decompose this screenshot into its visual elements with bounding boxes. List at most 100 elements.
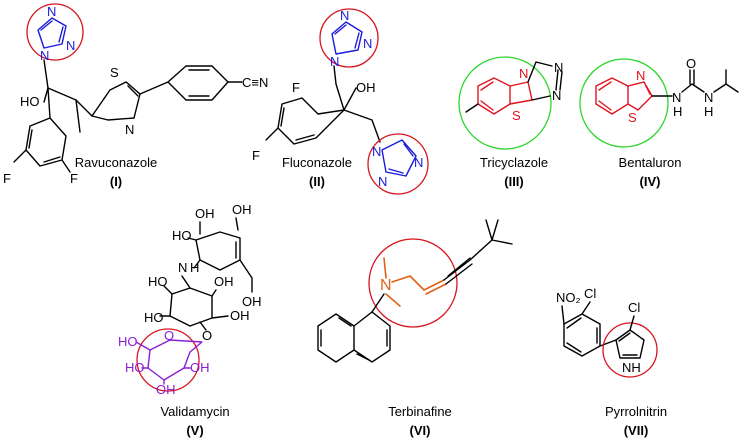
bentaluron-nh2: N <box>704 90 713 105</box>
bentaluron-nh1: N <box>672 90 681 105</box>
fluconazole-oh: OH <box>356 80 376 95</box>
validamycin-ho3: HO <box>144 310 164 325</box>
bentaluron-thiazole-double <box>645 85 651 95</box>
terbinafine-n-methyl-bonds <box>383 257 401 307</box>
fluconazole-triazole-bottom-double <box>388 143 414 174</box>
fluconazole-triazole-bottom-highlight <box>367 133 429 195</box>
tricyclazole-nn-double <box>555 69 563 91</box>
fluconazole-f1: F <box>292 80 300 95</box>
ravuconazole-n2: N <box>66 38 75 53</box>
validamycin-o-link-bond <box>199 321 207 331</box>
fluconazole-n1: N <box>340 8 349 23</box>
bentaluron-benzene-ring <box>595 77 629 115</box>
tricyclazole-numeral: (III) <box>504 174 524 189</box>
fluconazole-oh-bond <box>343 87 357 111</box>
validamycin-glucose-ring <box>147 339 203 381</box>
terbinafine-tertbutyl <box>469 219 513 261</box>
ravuconazole-s: S <box>110 65 119 80</box>
validamycin-n: N <box>178 260 187 275</box>
terbinafine-naphthalene-a <box>317 311 373 363</box>
validamycin-structure: OH OH HO OH N H HO OH HO OH O O HO HO OH… <box>118 202 262 438</box>
validamycin-ch2oh <box>239 259 253 293</box>
ravuconazole-structure: N N N HO F F S N C≡N Ravuconazole (I) <box>3 3 268 189</box>
bentaluron-isopropyl <box>713 69 739 93</box>
ravuconazole-ho: HO <box>20 94 40 109</box>
tricyclazole-n-b: N <box>552 88 561 103</box>
validamycin-ho4: HO <box>118 334 138 349</box>
validamycin-oh6: OH <box>190 360 210 375</box>
validamycin-n-bond <box>193 259 201 269</box>
fluconazole-n6: N <box>378 174 387 189</box>
ravuconazole-f1: F <box>3 171 11 186</box>
ravuconazole-phenyl-ring <box>167 65 229 101</box>
pyrrolnitrin-cl1-bond <box>581 301 591 315</box>
pyrrolnitrin-cl1: Cl <box>584 286 596 301</box>
tricyclazole-s: S <box>512 108 521 123</box>
pyrrolnitrin-no2: NO₂ <box>556 290 581 305</box>
fluconazole-numeral: (II) <box>309 174 325 189</box>
tricyclazole-highlight <box>458 56 552 150</box>
ravuconazole-f-bond-2 <box>61 159 71 173</box>
pyrrolnitrin-structure: NO₂ Cl Cl NH Pyrrolnitrin (VII) <box>556 286 667 438</box>
fluconazole-n4: N <box>372 144 381 159</box>
ravuconazole-chain <box>43 59 93 117</box>
ravuconazole-oh-bond <box>43 87 49 103</box>
ravuconazole-n1: N <box>47 4 56 19</box>
validamycin-oh2: OH <box>232 202 252 217</box>
pyrrolnitrin-cl2-bond <box>629 315 635 331</box>
fluconazole-aryl-ring <box>277 97 345 145</box>
fluconazole-triazole-top-ring <box>331 21 363 55</box>
terbinafine-structure: N Terbinafine (VI) <box>317 219 513 438</box>
ravuconazole-triazole-highlight <box>26 3 84 61</box>
validamycin-middle-ring <box>169 287 213 327</box>
fluconazole-name: Fluconazole <box>282 155 352 170</box>
fluconazole-chain-2 <box>343 109 381 143</box>
bentaluron-h2: H <box>704 104 713 119</box>
tricyclazole-thiazole-ring <box>509 81 533 105</box>
fluconazole-n3: N <box>330 54 339 69</box>
tricyclazole-n-a: N <box>554 60 563 75</box>
validamycin-ho5: HO <box>125 360 145 375</box>
bentaluron-o: O <box>686 56 696 71</box>
bentaluron-name: Bentaluron <box>619 155 682 170</box>
pyrrolnitrin-no2-bond <box>561 305 565 325</box>
validamycin-ho1: HO <box>172 228 192 243</box>
bentaluron-highlight <box>579 58 669 148</box>
ravuconazole-methyl <box>75 99 81 133</box>
pyrrolnitrin-link <box>599 339 617 347</box>
bentaluron-numeral: (IV) <box>640 174 661 189</box>
terbinafine-naphthalene-double <box>320 317 388 361</box>
tricyclazole-benzene-double <box>480 81 494 111</box>
pyrrolnitrin-benzene-ring <box>563 313 601 357</box>
pyrrolnitrin-pyrrole-double <box>618 332 638 356</box>
validamycin-oh5-bond <box>211 315 229 319</box>
ravuconazole-n3: N <box>40 48 49 63</box>
pyrrolnitrin-pyrrole-highlight <box>602 322 658 378</box>
validamycin-oh4: OH <box>214 274 234 289</box>
pyrrolnitrin-name: Pyrrolnitrin <box>605 404 667 419</box>
validamycin-oh5: OH <box>230 308 250 323</box>
validamycin-upper-oh-bonds <box>187 217 239 241</box>
tricyclazole-structure: N S N N Tricyclazole (III) <box>458 56 563 189</box>
validamycin-oh3: OH <box>242 294 262 309</box>
bentaluron-structure: N S N H O N H Bentaluron (IV) <box>579 56 739 189</box>
fluconazole-structure: N N N OH F F N N N Fluconazole (II) <box>252 8 429 195</box>
pyrrolnitrin-cl2: Cl <box>628 300 640 315</box>
validamycin-numeral: (V) <box>186 423 203 438</box>
tricyclazole-triazole-top <box>527 61 553 83</box>
ravuconazole-f-bond-1 <box>13 149 27 163</box>
validamycin-o-link: O <box>202 328 212 343</box>
fluconazole-triazole-top-highlight <box>319 8 379 68</box>
validamycin-upper-ring <box>195 231 241 271</box>
terbinafine-name: Terbinafine <box>388 404 452 419</box>
bentaluron-benzene-double <box>598 81 612 111</box>
validamycin-name: Validamycin <box>160 404 229 419</box>
bentaluron-co-double <box>689 69 695 85</box>
fluconazole-triazole-bottom-ring <box>381 139 417 177</box>
bentaluron-n: N <box>636 68 645 83</box>
fluconazole-triazole-top-double <box>334 24 360 49</box>
fluconazole-aryl-double <box>280 107 315 141</box>
validamycin-ho4-bond <box>135 341 151 351</box>
